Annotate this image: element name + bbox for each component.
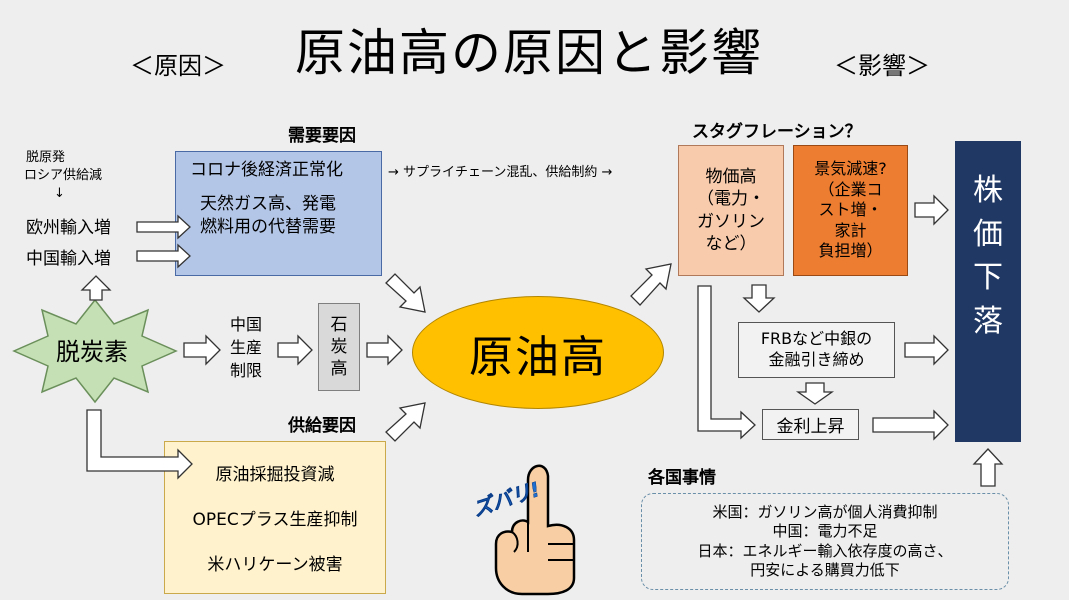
coal-l2: 炭	[330, 336, 348, 357]
frb-l2: 金融引き締め	[768, 350, 865, 369]
country-situations-box: 米国：ガソリン高が個人消費抑制 中国：電力不足 日本：エネルギー輸入依存度の高さ…	[641, 493, 1009, 590]
coal-price-box: 石 炭 高	[318, 303, 360, 391]
china-production-l3: 制限	[230, 361, 263, 380]
block-arrow-diagonal	[385, 273, 426, 313]
block-arrow-diagonal	[385, 402, 426, 442]
country-jp-1: 日本：エネルギー輸入依存度の高さ、	[697, 541, 953, 560]
supply-chain-note: → サプライチェーン混乱、供給制約 →	[388, 165, 613, 180]
supply-item-opec: OPECプラス生産抑制	[192, 510, 358, 530]
block-arrow-up	[80, 275, 112, 301]
stock-decline-box: 株 価 下 落	[955, 141, 1021, 442]
slowdown-l5: 負担増）	[818, 241, 883, 261]
rate-label: 金利上昇	[776, 417, 845, 437]
stock-l4: 落	[973, 303, 1003, 339]
thumbs-up-hand-icon	[494, 464, 576, 596]
china-production-l1: 中国	[230, 315, 263, 334]
coal-l1: 石	[330, 314, 348, 335]
price-l4: など）	[705, 233, 757, 254]
interest-rate-rise-box: 金利上昇	[762, 409, 859, 440]
demand-line-substitute: 燃料用の代替需要	[200, 216, 336, 237]
supply-factors-box: 原油採掘投資減 OPECプラス生産抑制 米ハリケーン被害	[164, 441, 386, 594]
hand-finger-lines	[511, 522, 574, 561]
oil-price-high-ellipse: 原油高	[412, 296, 664, 409]
slowdown-l1: 景気減速?	[814, 159, 887, 179]
note-russia-supply: ロシア供給減	[24, 168, 103, 183]
decarbonization-label: 脱炭素	[56, 338, 128, 366]
supply-item-hurricane: 米ハリケーン被害	[207, 555, 343, 575]
block-arrow-down	[795, 382, 835, 405]
block-arrow-right	[697, 285, 756, 440]
eu-import-label: 欧州輸入増	[26, 218, 111, 238]
star-outline	[12, 298, 178, 404]
china-production-l2: 生産	[230, 338, 263, 357]
block-arrow-right	[904, 334, 949, 366]
block-arrow-right	[183, 334, 221, 366]
price-l3: ガソリン	[697, 211, 765, 232]
block-arrow-right	[136, 243, 191, 269]
block-arrow-right	[277, 334, 313, 366]
decarbonization-star-shape	[12, 298, 178, 404]
supply-heading: 供給要因	[288, 416, 356, 436]
country-jp-2: 円安による購買力低下	[750, 561, 900, 579]
block-arrow-up	[972, 448, 1004, 487]
hand-palm	[494, 464, 576, 596]
cause-label: ＜原因＞	[130, 52, 226, 80]
central-bank-tightening-box: FRBなど中銀の 金融引き締め	[738, 322, 895, 378]
stagflation-heading: スタグフレーション？	[692, 122, 862, 142]
demand-heading: 需要要因	[288, 126, 356, 146]
country-us: 米国：ガソリン高が個人消費抑制	[712, 502, 938, 521]
stock-l2: 価	[973, 216, 1003, 252]
down-arrow-glyph: ↓	[54, 186, 65, 201]
stock-l3: 下	[973, 260, 1003, 295]
page-title: 原油高の原因と影響	[295, 24, 763, 82]
block-arrow-right	[136, 214, 191, 240]
economic-slowdown-box: 景気減速? （企業コ スト増・ 家計 負担増）	[793, 145, 908, 276]
center-label: 原油高	[469, 331, 607, 383]
demand-line-normalization: コロナ後経済正常化	[190, 160, 343, 180]
china-import-label: 中国輸入増	[26, 249, 111, 269]
demand-line-gas: 天然ガス高、発電	[200, 194, 336, 215]
block-arrow-right	[86, 409, 193, 480]
block-arrow-right	[872, 409, 949, 441]
price-l2: （電力・	[697, 189, 765, 210]
slowdown-l2: （企業コ	[818, 179, 883, 199]
note-denuclearization: 脱原発	[26, 150, 66, 165]
effect-label: ＜影響＞	[834, 52, 930, 80]
slowdown-l4: 家計	[834, 220, 867, 240]
block-arrow-diagonal	[630, 263, 672, 306]
price-increase-box: 物価高 （電力・ ガソリン など）	[678, 145, 784, 276]
supply-item-investment: 原油採掘投資減	[215, 465, 335, 485]
block-arrow-right	[914, 194, 949, 226]
coal-l3: 高	[330, 359, 348, 380]
block-arrow-down	[742, 284, 776, 313]
stock-l1: 株	[973, 173, 1003, 208]
demand-factors-box: コロナ後経済正常化 天然ガス高、発電 燃料用の代替需要	[175, 151, 382, 276]
price-l1: 物価高	[705, 167, 757, 188]
slowdown-l3: スト増・	[818, 200, 883, 220]
country-cn: 中国：電力不足	[772, 522, 878, 540]
countries-heading: 各国事情	[648, 468, 716, 488]
frb-l1: FRBなど中銀の	[760, 329, 873, 349]
block-arrow-right	[366, 334, 403, 366]
